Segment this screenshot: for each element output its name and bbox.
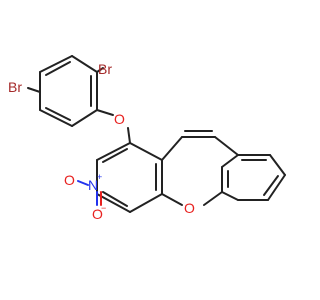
nitro-oxygen-bottom-atom: O: [92, 206, 103, 222]
bond-n-o: [77, 180, 89, 186]
oxepine-ring: [161, 130, 239, 206]
structure-diagram: Br Br O O N + O O −: [8, 55, 286, 222]
bond: [267, 174, 286, 201]
nitro-benzene-ring: [96, 142, 163, 213]
bond-double: [45, 61, 71, 76]
bond-c-br: [96, 67, 104, 73]
bond: [214, 136, 239, 156]
bond: [161, 193, 183, 206]
bond: [203, 191, 223, 206]
bond: [71, 109, 98, 127]
bond: [161, 136, 183, 161]
bond: [129, 193, 163, 213]
bond-double: [263, 175, 279, 196]
dibromophenyl-ring: [39, 55, 98, 127]
bond: [71, 55, 98, 73]
bond-c-o: [96, 109, 114, 116]
bond: [39, 109, 73, 127]
nitro-oxygen-left-atom: O: [64, 172, 75, 188]
ring-oxygen-atom: O: [184, 200, 195, 216]
bond: [221, 154, 239, 168]
bond: [221, 191, 239, 201]
bond-double: [102, 148, 128, 163]
bond-double: [102, 191, 128, 207]
right-benzene-ring: [221, 154, 286, 201]
bond: [269, 154, 286, 176]
nitro-nitrogen-atom: N: [88, 177, 98, 193]
bond: [96, 142, 131, 161]
bond: [129, 142, 163, 161]
bromine-atom-top: Br: [98, 61, 112, 77]
bond: [96, 193, 131, 213]
bond-o-c: [127, 127, 131, 144]
oxygen-negative-charge: −: [101, 203, 106, 213]
bromine-atom-left: Br: [8, 79, 22, 95]
bond-double: [45, 107, 71, 121]
ether-oxygen-atom: O: [114, 111, 125, 127]
bond-c-br: [27, 87, 41, 93]
molecule-canvas: Br Br O O N + O O −: [8, 55, 286, 222]
nitrogen-positive-charge: +: [97, 172, 102, 182]
bond: [39, 55, 73, 73]
